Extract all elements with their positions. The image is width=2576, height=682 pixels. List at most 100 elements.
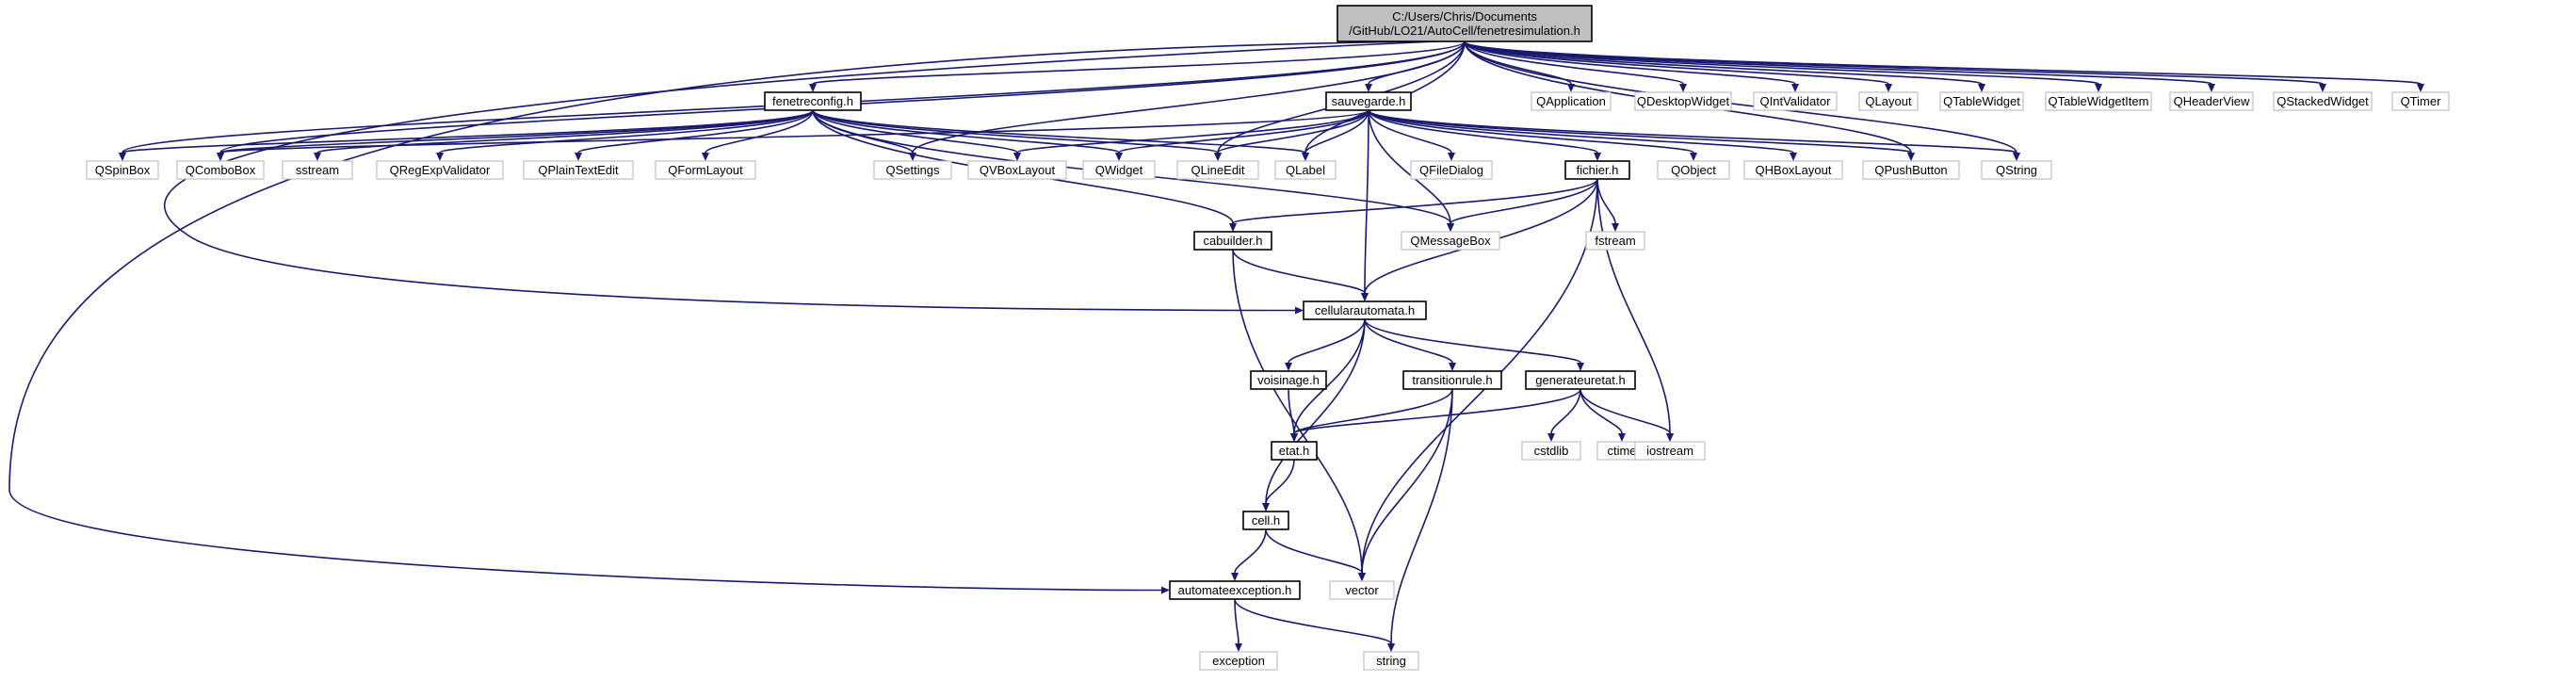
node-box [523, 160, 634, 180]
edge-root-to-sauvegarde [1365, 41, 1466, 92]
node-label: QPushButton [1874, 163, 1947, 177]
node-fenetreconfig[interactable]: fenetreconfig.h [764, 91, 862, 111]
edge-line [705, 109, 814, 154]
node-label: QIntValidator [1760, 94, 1832, 108]
edge-line [1293, 388, 1453, 434]
node-box [1325, 91, 1412, 111]
edge-line [1464, 41, 1889, 85]
node-box [1274, 160, 1337, 180]
edge-line [1368, 109, 1794, 154]
edge-arrowhead [1229, 223, 1237, 232]
edge-line [316, 109, 814, 154]
edge-line [1580, 388, 1671, 434]
edge-line [1234, 528, 1267, 574]
node-box [1199, 651, 1278, 671]
node-transitionrule[interactable]: transitionrule.h [1402, 370, 1502, 390]
edge-line [1265, 459, 1295, 504]
node-label: QSpinBox [95, 163, 151, 177]
edge-cellularautomata-to-cell [1262, 318, 1366, 512]
edge-sauvegarde-to-qobject [1368, 109, 1697, 161]
node-qcombobox: QComboBox [176, 160, 265, 180]
node-box [655, 160, 756, 180]
edge-line [219, 109, 1369, 154]
node-label: QSettings [885, 163, 940, 177]
edge-fichier-to-qmessagebox [1447, 178, 1598, 232]
node-label: transitionrule.h [1412, 373, 1492, 387]
node-box [1337, 5, 1593, 42]
edge-arrowhead [1790, 153, 1797, 161]
edge-line [812, 109, 1306, 154]
node-box [86, 160, 159, 180]
node-qtablewidget: QTableWidget [1939, 91, 2024, 111]
node-box [1634, 441, 1706, 461]
edge-root-to-qlayout [1464, 41, 1892, 92]
node-box [1525, 370, 1636, 390]
edge-line [1232, 178, 1598, 224]
node-fichier[interactable]: fichier.h [1564, 160, 1630, 180]
node-vector: vector [1329, 580, 1395, 600]
edge-root-to-automateexception [8, 41, 1428, 594]
edge-line [812, 109, 1120, 154]
edge-arrowhead [1295, 306, 1304, 315]
edge-line [912, 41, 1466, 154]
edge-arrowhead [1679, 84, 1687, 92]
node-etat[interactable]: etat.h [1271, 441, 1318, 461]
node-box [1242, 511, 1289, 530]
node-qwidget: QWidget [1082, 160, 1156, 180]
node-label: QMessageBox [1410, 234, 1491, 248]
node-voisinage[interactable]: voisinage.h [1250, 370, 1327, 390]
node-root[interactable]: C:/Users/Chris/Documents/GitHub/LO21/Aut… [1337, 5, 1593, 42]
edge-line [1304, 109, 1369, 154]
edge-arrowhead [2095, 84, 2102, 92]
node-cabuilder[interactable]: cabuilder.h [1193, 231, 1272, 251]
edge-line [1361, 178, 1598, 574]
node-generateuretat[interactable]: generateuretat.h [1525, 370, 1636, 390]
edge-arrowhead [1547, 433, 1555, 442]
edge-generateuretat-to-cstdlib [1547, 388, 1581, 442]
node-qformlayout: QFormLayout [655, 160, 756, 180]
node-box [1363, 651, 1419, 671]
node-box [2391, 91, 2450, 111]
edge-arrowhead [217, 153, 224, 161]
node-box [1858, 91, 1919, 111]
node-label: cell.h [1252, 513, 1280, 528]
node-label: cstdlib [1534, 444, 1569, 458]
edge-cabuilder-to-cellularautomata [1232, 249, 1369, 301]
node-cellularautomata[interactable]: cellularautomata.h [1303, 300, 1427, 320]
node-qvboxlayout: QVBoxLayout [967, 160, 1067, 180]
node-box [2169, 91, 2254, 111]
edge-arrowhead [314, 153, 321, 161]
node-automateexception[interactable]: automateexception.h [1169, 580, 1301, 600]
node-label: QHBoxLayout [1756, 163, 1832, 177]
edge-arrowhead [2013, 153, 2020, 161]
edge-arrowhead [1161, 586, 1170, 594]
edge-cell-to-automateexception [1231, 528, 1267, 581]
node-string: string [1363, 651, 1419, 671]
edge-arrowhead [2417, 84, 2424, 92]
node-box [282, 160, 353, 180]
edge-line [1368, 109, 1694, 154]
node-label: C:/Users/Chris/Documents [1392, 9, 1537, 24]
edge-cellularautomata-to-voisinage [1285, 318, 1366, 371]
node-qplaintextedit: QPlainTextEdit [523, 160, 634, 180]
edge-arrowhead [575, 153, 582, 161]
node-qspinbox: QSpinBox [86, 160, 159, 180]
edge-line [1368, 109, 2017, 154]
node-label: /GitHub/LO21/AutoCell/fenetresimulation.… [1349, 24, 1580, 38]
edge-arrowhead [119, 153, 126, 161]
edge-line [1368, 109, 1598, 154]
node-label: sauvegarde.h [1332, 94, 1406, 108]
edges-layer [8, 41, 2424, 652]
node-cell[interactable]: cell.h [1242, 511, 1289, 530]
edge-line [812, 41, 1466, 85]
edge-line [1368, 109, 1451, 224]
edge-line [1234, 598, 1392, 644]
edge-line [1464, 41, 1796, 85]
edge-line [1550, 388, 1581, 434]
node-label: QTimer [2401, 94, 2442, 108]
edge-arrowhead [1447, 223, 1454, 232]
edge-transitionrule-to-string [1387, 388, 1453, 652]
edge-sauvegarde-to-cellularautomata [1361, 109, 1369, 301]
node-sauvegarde[interactable]: sauvegarde.h [1325, 91, 1412, 111]
edge-fenetreconfig-to-qspinbox [119, 109, 814, 161]
